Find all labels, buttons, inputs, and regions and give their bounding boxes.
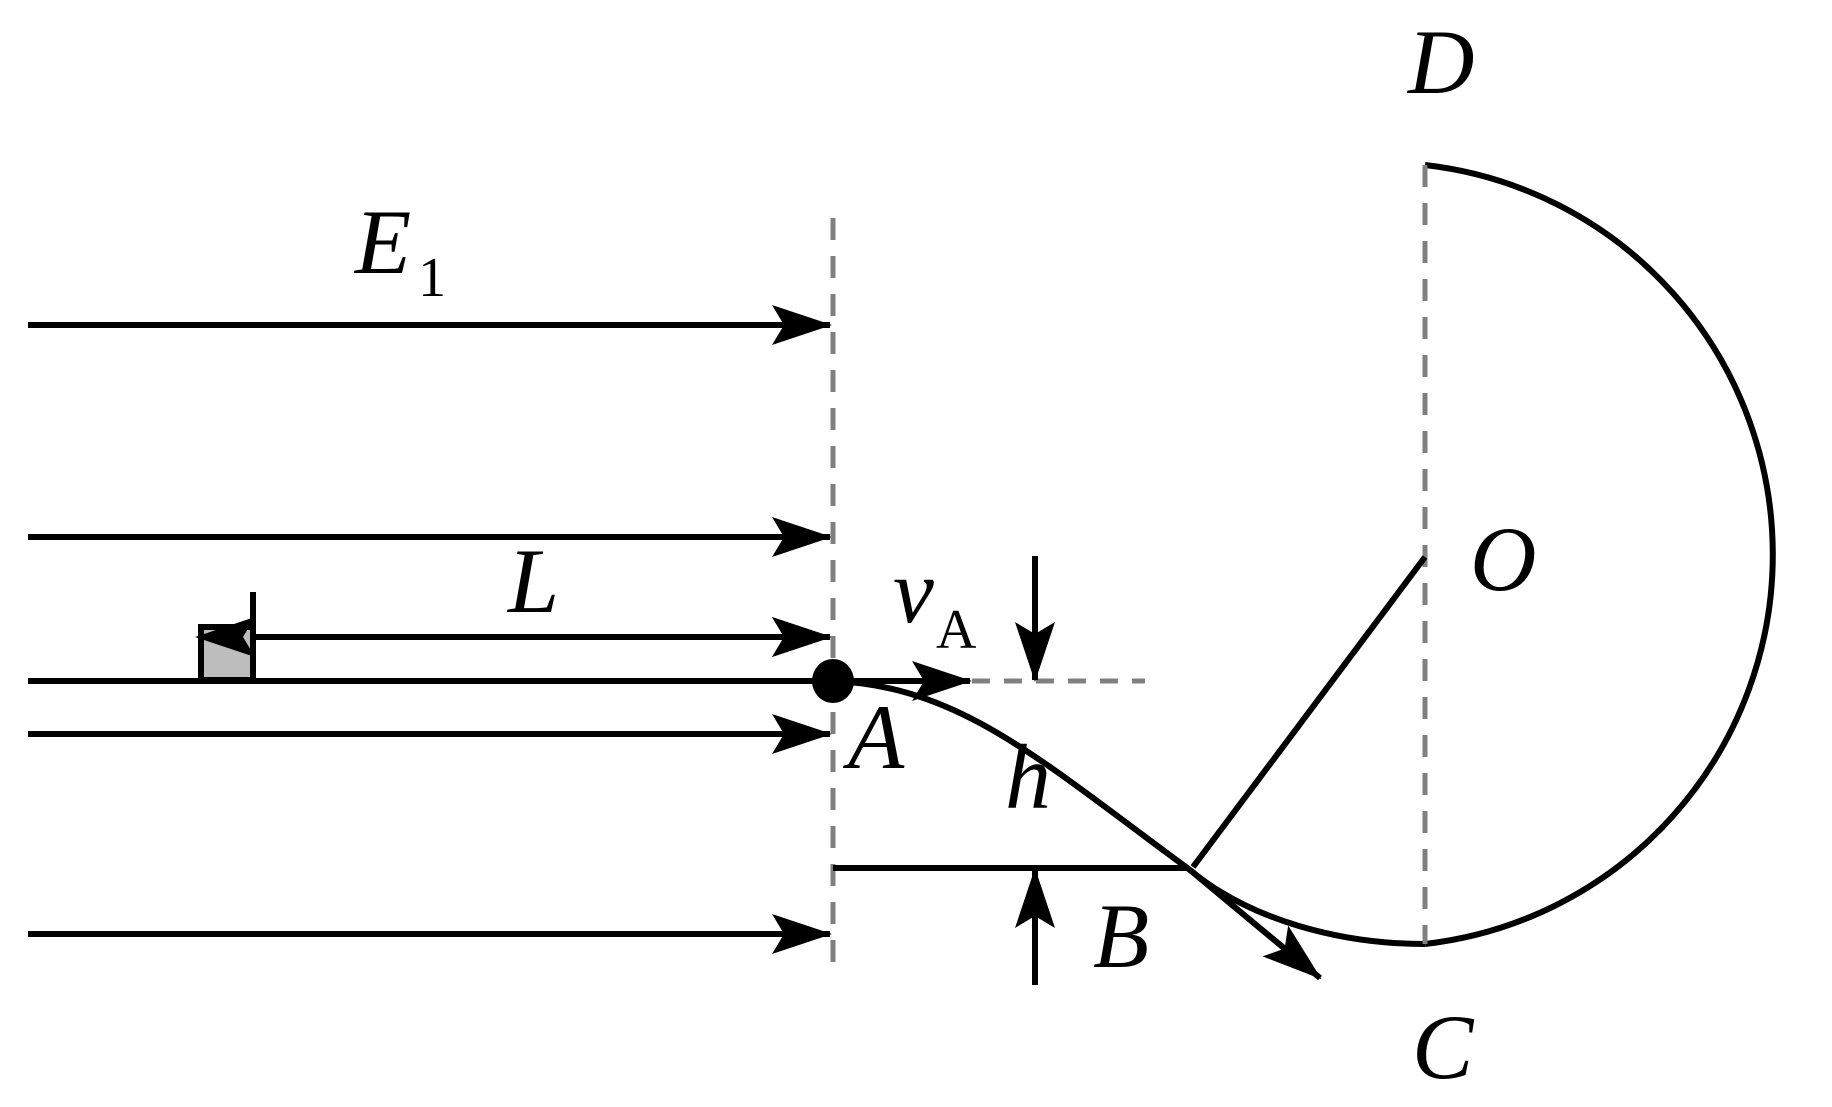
block	[198, 624, 256, 683]
point-d-label: D	[1406, 11, 1474, 113]
velocity-label: v	[893, 540, 934, 642]
length-label: L	[506, 530, 559, 632]
velocity-subscript: A	[936, 599, 977, 661]
point-o-label: O	[1470, 508, 1536, 610]
field-lines	[28, 305, 832, 954]
radius-line	[1190, 555, 1428, 869]
track-join-curve	[1188, 867, 1426, 947]
point-b-label: B	[1093, 885, 1149, 987]
point-a-label: A	[842, 686, 905, 788]
height-label: h	[1005, 726, 1051, 828]
semicircle-track	[1424, 162, 1776, 947]
field-label: E	[353, 191, 411, 293]
point-c-label: C	[1412, 996, 1475, 1098]
labels: E 1 L v A A h B C D O	[353, 11, 1536, 1098]
field-subscript: 1	[418, 247, 446, 309]
trajectory-path	[832, 678, 1322, 981]
